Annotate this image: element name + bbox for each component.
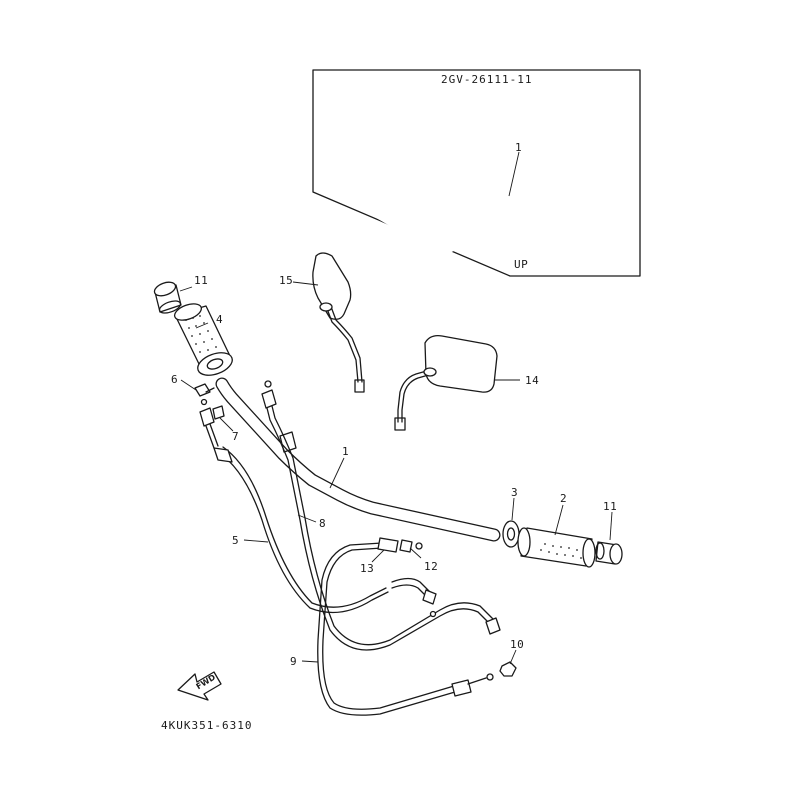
inset-panel: 2GV-26111-11 1 UP [312,69,641,277]
mirror-right-stem [397,369,431,423]
mirror-left [312,252,365,393]
leader-lines [179,281,613,665]
inset-part-number: 1 [515,141,522,154]
throttle-cable [391,577,437,618]
right-grip [517,527,596,568]
inset-code: 2GV-26111-11 [441,73,532,86]
inset-leader-1 [508,151,520,197]
handlebar [215,377,501,542]
cable-adjuster [377,537,423,553]
callout-10: 10 [510,638,524,651]
left-end-weight [153,281,182,314]
callout-13: 13 [360,562,374,575]
callout-9: 9 [290,655,297,668]
left-grip [173,303,233,376]
cable-5 [199,407,389,614]
callout-5: 5 [232,534,239,547]
inset-handlebar [330,94,605,254]
callout-14: 14 [525,374,539,387]
callout-7: 7 [232,430,239,443]
callout-labels: 1 2 3 4 5 6 7 8 9 10 11 11 12 13 14 15 [171,274,617,668]
callout-1: 1 [342,445,349,458]
inset-border [312,69,641,277]
small-parts-6-7 [194,383,225,420]
callout-15: 15 [279,274,293,287]
inset-up-label: UP [514,258,528,271]
mirror-left-stem [325,305,359,383]
callout-2: 2 [560,492,567,505]
callout-4: 4 [216,313,223,326]
fwd-arrow-icon: FWD [177,671,222,701]
cable-8 [261,380,501,651]
callout-8: 8 [319,517,326,530]
callout-12: 12 [424,560,438,573]
nut-10 [499,661,517,677]
callout-11-left: 11 [194,274,208,287]
right-collar [502,520,520,548]
diagram-code: 4KUK351-6310 [161,719,252,732]
mirror-right [394,335,498,431]
callout-11-right: 11 [603,500,617,513]
cable-9 [317,542,494,716]
callout-3: 3 [511,486,518,499]
callout-6: 6 [171,373,178,386]
right-end-weight [595,541,623,565]
